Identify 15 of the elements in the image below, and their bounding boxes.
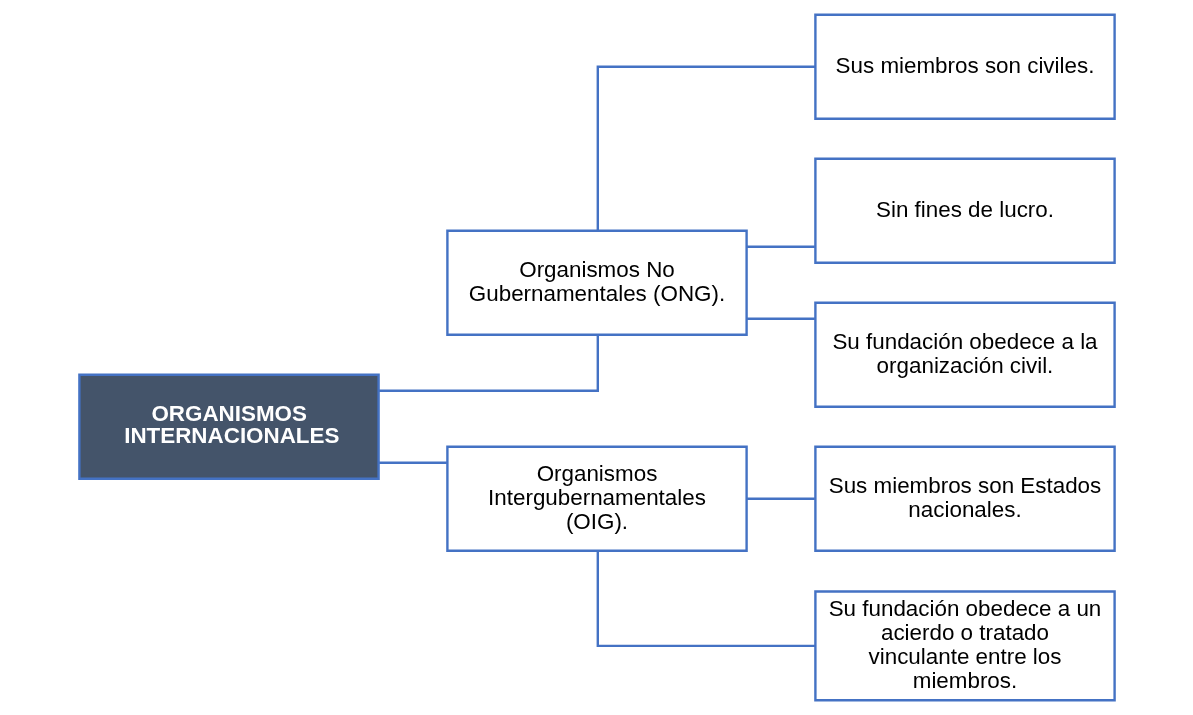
node-box: Organismos No Gubernamentales (ONG). — [445, 229, 748, 336]
connector — [378, 461, 447, 464]
node-box: ORGANISMOS INTERNACIONALES — [77, 373, 380, 480]
connector — [378, 334, 599, 392]
node-box: Su fundación obedece a la organización civil. — [813, 301, 1116, 408]
node-box: Sus miembros son civiles. — [813, 13, 1116, 120]
node-box: Organismos Intergubernamentales (OIG). — [445, 445, 748, 552]
connector — [746, 317, 815, 320]
node-box: Sus miembros son Estados nacionales. — [813, 445, 1116, 552]
connector — [746, 497, 815, 500]
node-box: Su fundación obedece a un acierdo o tratado vinculante entre los miembros. — [813, 590, 1116, 702]
node-box: Sin fines de lucro. — [813, 157, 1116, 264]
connector — [596, 65, 815, 231]
connector — [596, 551, 815, 648]
connector — [746, 245, 815, 248]
